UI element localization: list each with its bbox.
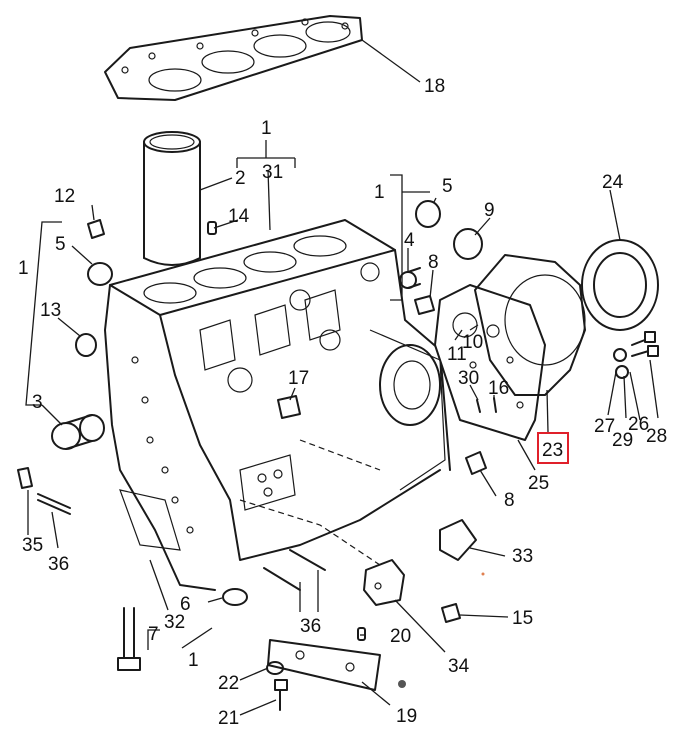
callout-16[interactable]: 16: [488, 378, 509, 399]
dowel-20-part[interactable]: [357, 627, 366, 641]
callout-14[interactable]: 14: [228, 206, 250, 227]
callout-13[interactable]: 13: [40, 300, 61, 321]
stray-mark: [398, 680, 406, 688]
plug-8-bottom-part[interactable]: [465, 451, 487, 475]
plug-15-part[interactable]: [441, 603, 461, 623]
plug-8-top-part[interactable]: [414, 295, 435, 315]
bracket-34-part[interactable]: [363, 559, 405, 606]
washers-bolts-26-29-part[interactable]: [613, 331, 659, 379]
callout-25[interactable]: 25: [528, 473, 549, 494]
callout-12[interactable]: 12: [54, 186, 75, 207]
callout-11[interactable]: 11: [447, 344, 467, 365]
callout-29[interactable]: 29: [612, 430, 633, 451]
washer-6-part[interactable]: [222, 588, 248, 606]
callout-8-top[interactable]: 8: [428, 252, 439, 273]
callout-1-liner-group[interactable]: 1: [261, 118, 272, 139]
callout-33[interactable]: 33: [512, 546, 533, 567]
studs-36-bottom-part[interactable]: [263, 549, 326, 591]
core-plug-5-top-part[interactable]: [415, 200, 441, 228]
callout-35[interactable]: 35: [22, 535, 43, 556]
callout-34[interactable]: 34: [448, 656, 470, 677]
callout-2[interactable]: 2: [235, 168, 246, 189]
stud-30-part[interactable]: [476, 399, 481, 413]
callout-9[interactable]: 9: [484, 200, 495, 221]
callout-23[interactable]: 23: [542, 440, 563, 461]
callout-6[interactable]: 6: [180, 594, 191, 615]
bushing-4-part[interactable]: [399, 267, 421, 289]
callout-19[interactable]: 19: [396, 706, 417, 727]
callout-17[interactable]: 17: [288, 368, 309, 389]
bolt-7-part[interactable]: [117, 607, 141, 671]
callout-8-bottom[interactable]: 8: [504, 490, 515, 511]
callout-15[interactable]: 15: [512, 608, 533, 629]
plug-9-part[interactable]: [453, 228, 483, 260]
callout-30[interactable]: 30: [458, 368, 479, 389]
highlight-box: [537, 432, 569, 464]
cylinder-liner-part[interactable]: [143, 131, 201, 266]
callout-27[interactable]: 27: [594, 416, 615, 437]
callout-18[interactable]: 18: [424, 76, 445, 97]
sensor-33-part[interactable]: [439, 519, 477, 561]
callout-10[interactable]: 10: [462, 332, 483, 353]
callout-32[interactable]: 32: [164, 612, 185, 633]
head-gasket-part[interactable]: [104, 15, 363, 101]
seal-housing-gasket-25-part[interactable]: [474, 254, 586, 396]
callout-1-left-group[interactable]: 1: [18, 258, 29, 279]
stud-35-part[interactable]: [17, 467, 33, 489]
callout-1-right-group[interactable]: 1: [374, 182, 385, 203]
callout-labels: 18 1 31 2 14 12 5 1 13 3 35 36 1 5 9 24 …: [18, 76, 667, 729]
o-ring-5-part[interactable]: [87, 262, 113, 286]
sensor-17-part[interactable]: [277, 395, 301, 419]
callout-24[interactable]: 24: [602, 172, 624, 193]
callout-4[interactable]: 4: [404, 230, 415, 251]
bushing-3-part[interactable]: [51, 414, 105, 450]
callout-7[interactable]: 7: [148, 624, 159, 645]
callout-5-left[interactable]: 5: [55, 234, 66, 255]
callout-3[interactable]: 3: [32, 392, 43, 413]
leader-lines: [25, 39, 659, 716]
callout-31[interactable]: 31: [262, 162, 283, 183]
stray-dot: [481, 572, 485, 576]
core-plug-12-part[interactable]: [87, 219, 105, 239]
bolt-21-part[interactable]: [274, 679, 288, 711]
bolt-16-part[interactable]: [493, 397, 497, 413]
callout-26[interactable]: 26: [628, 414, 649, 435]
callout-28[interactable]: 28: [646, 426, 667, 447]
seal-24-part[interactable]: [581, 239, 659, 331]
callout-36-left[interactable]: 36: [48, 554, 69, 575]
stud-36-left-part[interactable]: [37, 493, 71, 515]
o-ring-13-part[interactable]: [75, 333, 97, 357]
callout-5-right[interactable]: 5: [442, 176, 453, 197]
callout-22[interactable]: 22: [218, 673, 239, 694]
callout-20[interactable]: 20: [390, 626, 411, 647]
callout-1-bottom-group[interactable]: 1: [188, 650, 199, 671]
callout-21[interactable]: 21: [218, 708, 239, 729]
bridge-19-part[interactable]: [267, 639, 381, 691]
rear-cover-plate-part[interactable]: [434, 284, 546, 441]
cylinder-block-part[interactable]: [104, 219, 451, 591]
callout-36-bottom[interactable]: 36: [300, 616, 321, 637]
